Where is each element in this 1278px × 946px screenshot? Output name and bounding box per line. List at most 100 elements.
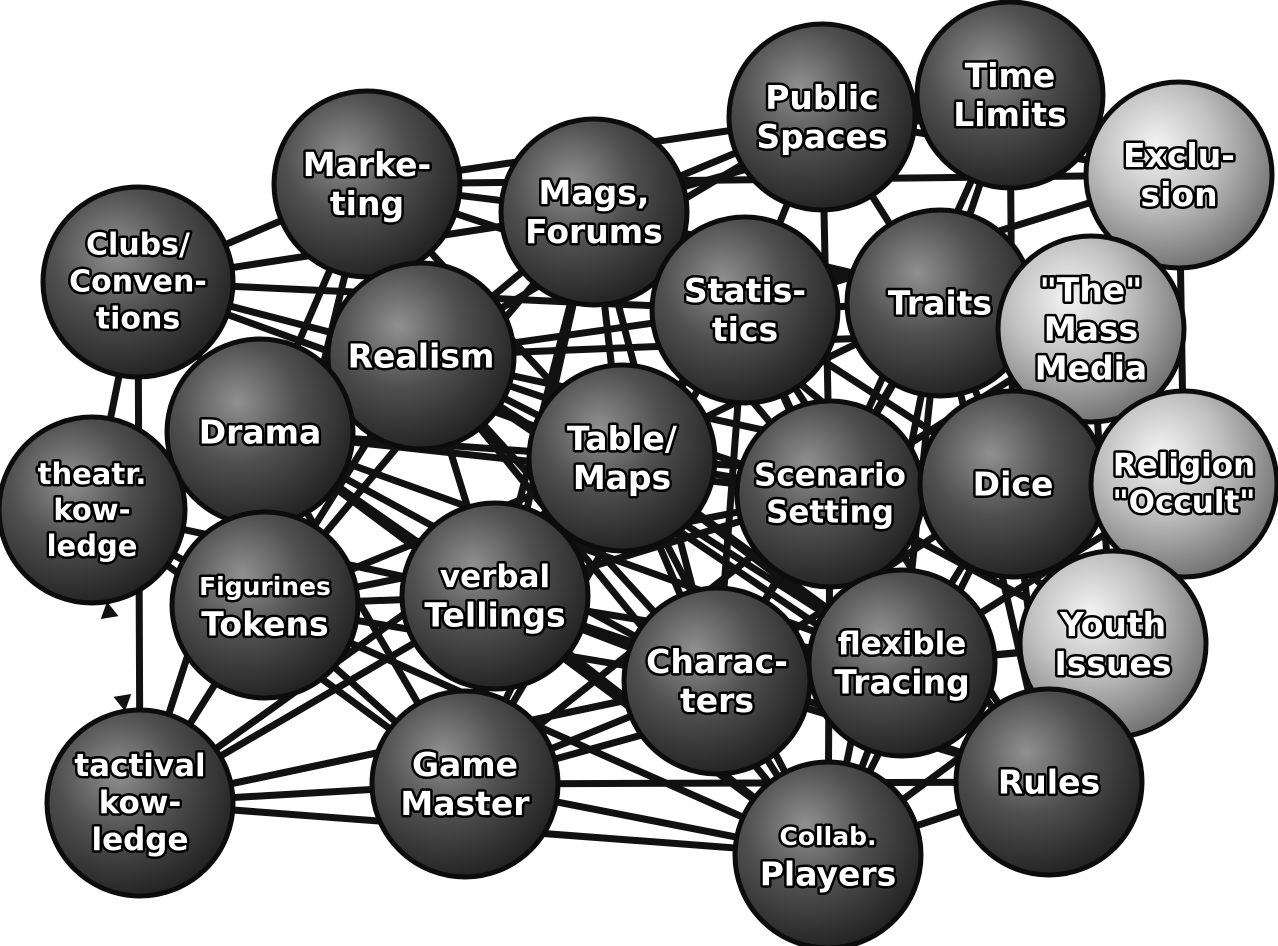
node-circle-clubs (40, 184, 236, 380)
node-label-flexible-line-1: Tracing (834, 663, 969, 702)
node-label-mags-line-1: Forums (525, 212, 663, 251)
node-label-dice-line-0: Dice (973, 465, 1054, 504)
node-statistics: Statis-tics (649, 214, 841, 406)
arrowhead-tactival (113, 693, 132, 712)
node-circle-table (526, 362, 718, 554)
node-mags: Mags,Forums (498, 116, 690, 308)
node-circle-exclusion (1083, 79, 1275, 271)
node-label-tactival-line-1: kow- (99, 785, 182, 821)
edge-figurines-collab (261, 601, 832, 859)
node-collab: Collab. Players (732, 759, 924, 946)
node-label-religion-line-0: Religion (1113, 448, 1255, 484)
node-circle-massmedia (995, 233, 1187, 425)
node-label-public-line-0: Public (765, 78, 879, 117)
node-label-gamemaster-line-0: Game (412, 745, 518, 784)
node-label-traits-line-0: Traits (888, 284, 992, 323)
node-circle-verbal (399, 500, 591, 692)
node-circle-rules (953, 686, 1145, 878)
node-label-theatr-line-0: theatr. (38, 457, 147, 491)
node-label-scenario-line-0: Scenario (754, 458, 906, 494)
node-label-characters-line-0: Charac- (646, 642, 788, 681)
node-circle-mags (498, 116, 690, 308)
node-label-figurines-line-1: Tokens (201, 604, 328, 643)
node-label-mags-line-0: Mags, (539, 173, 650, 212)
edge-realism-collab (417, 352, 832, 859)
node-label-realism-line-0: Realism (348, 337, 495, 376)
node-label-verbal-line-0: verbal (440, 559, 550, 595)
node-label-marketing-line-0: Marke- (303, 145, 432, 184)
node-circle-realism (325, 260, 517, 452)
node-label-time-line-1: Limits (953, 95, 1066, 134)
node-label-table-line-1: Maps (573, 458, 671, 497)
node-label-time-line-0: Time (965, 56, 1056, 95)
node-table: Table/Maps (526, 362, 718, 554)
node-label-gamemaster-line-1: Master (400, 784, 530, 823)
node-circle-time (914, 0, 1106, 191)
node-label-clubs-line-1: Conven- (69, 265, 207, 300)
node-circle-public (726, 21, 918, 213)
node-label-massmedia-line-0: "The" (1040, 271, 1143, 310)
node-circle-statistics (649, 214, 841, 406)
node-circle-tactival (44, 707, 236, 899)
node-marketing: Marke-ting (271, 88, 463, 280)
node-circle-figurines (169, 509, 361, 701)
node-exclusion: Exclu-sion (1083, 79, 1275, 271)
node-label-collab-line-1: Players (760, 854, 897, 893)
node-religion: Religion"Occult" (1088, 388, 1278, 580)
node-label-tactival-line-0: tactival (74, 748, 205, 784)
node-label-figurines-line-0: Figurines (199, 572, 331, 601)
node-label-theatr-line-2: ledge (47, 529, 138, 563)
node-label-youth-line-1: Issues (1054, 644, 1171, 683)
node-label-youth-line-0: Youth (1059, 605, 1166, 644)
node-label-scenario-line-1: Setting (766, 495, 894, 531)
node-label-religion-line-1: "Occult" (1113, 485, 1256, 521)
node-label-characters-line-1: ters (680, 681, 754, 720)
node-label-massmedia-line-1: Mass (1044, 310, 1138, 349)
node-label-drama-line-0: Drama (199, 413, 322, 452)
node-label-collab-line-0: Collab. (780, 822, 877, 851)
node-label-table-line-0: Table/ (567, 419, 678, 458)
node-label-flexible-line-0: flexible (838, 626, 966, 662)
node-circle-gamemaster (369, 688, 561, 880)
node-label-statistics-line-0: Statis- (684, 271, 806, 310)
node-circle-religion (1088, 388, 1278, 580)
node-label-clubs-line-2: tions (96, 302, 180, 337)
node-circle-flexible (806, 567, 998, 759)
node-theatr: theatr.kow-ledge (0, 414, 188, 606)
node-label-tactival-line-2: ledge (91, 822, 188, 858)
node-characters: Charac-ters (621, 585, 813, 777)
node-rules: Rules (953, 686, 1145, 878)
node-label-marketing-line-1: ting (330, 184, 404, 223)
node-label-exclusion-line-0: Exclu- (1123, 136, 1235, 175)
node-label-verbal-line-1: Tellings (424, 596, 565, 635)
node-clubs: Clubs/Conven-tions (40, 184, 236, 380)
node-label-theatr-line-1: kow- (53, 493, 130, 527)
arrowhead-theatr (100, 601, 119, 620)
node-label-rules-line-0: Rules (998, 763, 1100, 802)
node-realism: Realism (325, 260, 517, 452)
node-traits: Traits (844, 207, 1036, 399)
node-dice: Dice (917, 388, 1109, 580)
edge-gamemaster-rules (461, 778, 1053, 788)
node-label-statistics-line-1: tics (712, 310, 778, 349)
node-label-public-line-1: Spaces (756, 117, 887, 156)
node-circle-collab (732, 759, 924, 946)
node-circle-theatr (0, 414, 188, 606)
node-label-exclusion-line-1: sion (1140, 175, 1217, 214)
node-label-clubs-line-0: Clubs/ (86, 228, 190, 263)
node-label-massmedia-line-2: Media (1035, 349, 1147, 388)
node-circle-marketing (271, 88, 463, 280)
node-drama: Drama (164, 336, 356, 528)
arrow-layer (100, 601, 132, 712)
